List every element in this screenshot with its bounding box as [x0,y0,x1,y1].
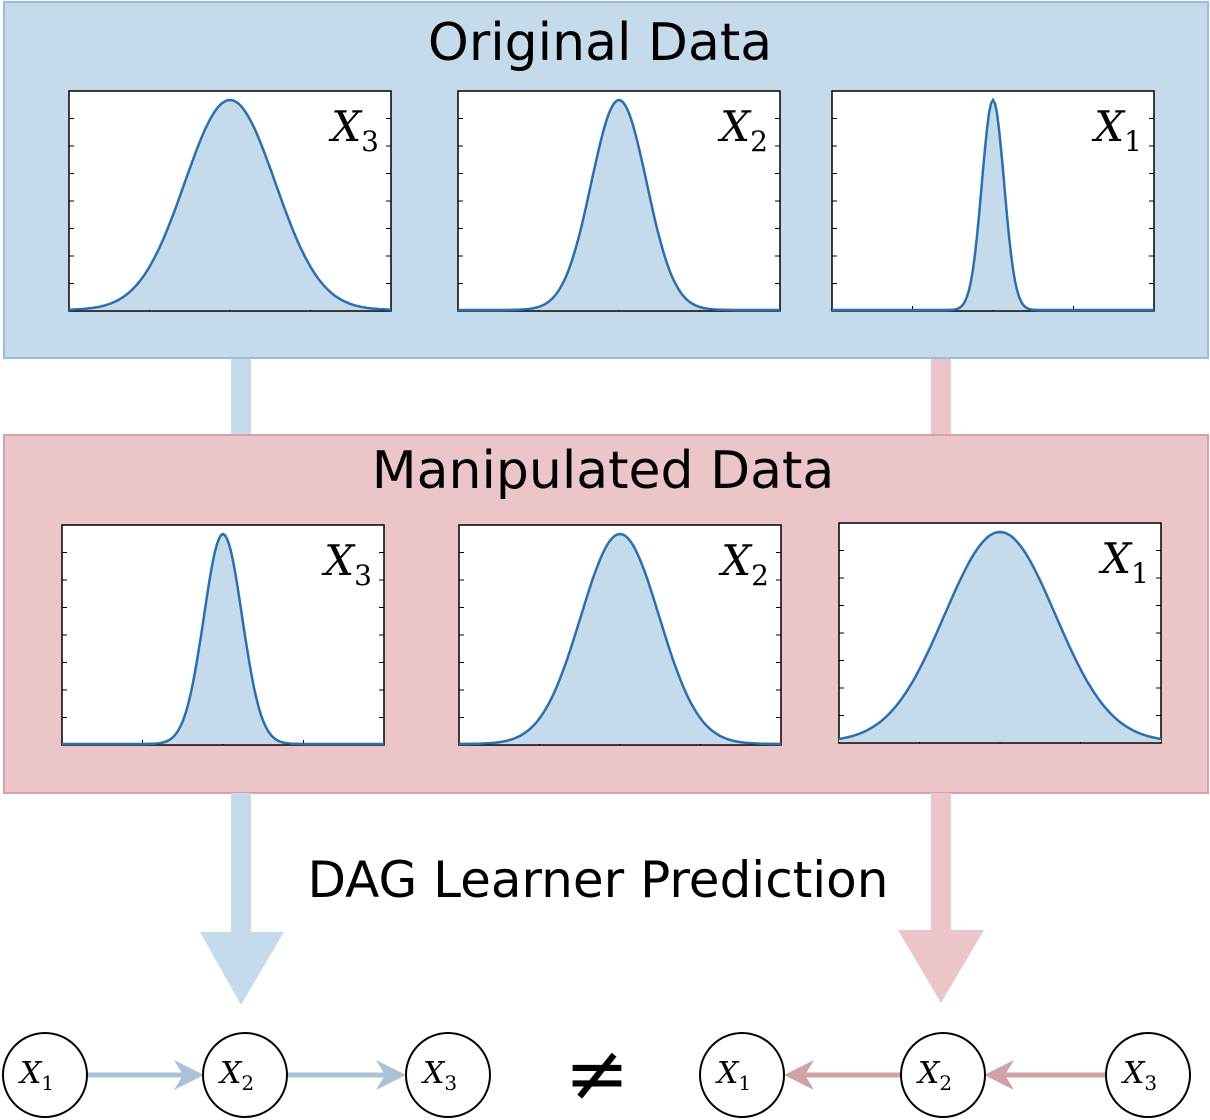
right-node-x3 [1105,1032,1191,1118]
blue-connector [231,358,251,438]
density-curve [458,532,782,746]
original-plot-1: X3 [68,90,392,312]
red-connector [931,358,951,438]
left-node-x1-label: X1 [18,1056,54,1095]
manipulated-plots: X3 X2 X1 [61,522,1162,746]
original-plot-label: X2 [717,102,768,158]
manipulated-plot-label: X2 [718,536,769,592]
manipulated-plot-label: X1 [1098,534,1149,590]
density-curve [832,97,1154,312]
right-node-x2 [900,1032,986,1118]
left-node-x3 [405,1032,491,1118]
density-fill [458,100,780,310]
original-data-panel: Original Data X3 X2 X1 [3,1,1209,359]
blue-down-arrow [200,793,284,1005]
right-node-x1 [699,1032,785,1118]
original-plot-label: X1 [1091,102,1142,158]
manipulated-panel-title: Manipulated Data [372,441,835,501]
density-curve [458,98,780,312]
left-dag: X1 X2 X3 [2,1032,491,1118]
right-dag: X1 X2 X3 [699,1032,1191,1118]
original-plot-2: X2 [457,90,781,312]
density-curve [838,530,1162,741]
density-fill [69,100,391,310]
manipulated-plot-label: X3 [321,536,372,592]
density-fill [62,534,384,744]
right-node-x3-label: X3 [1121,1056,1157,1095]
prediction-caption: DAG Learner Prediction [308,851,889,909]
original-plot-label: X3 [328,102,379,158]
red-down-arrow [898,793,984,1003]
density-fill [459,534,781,744]
density-curve [69,98,391,311]
left-node-x2 [202,1032,288,1118]
original-panel-title: Original Data [428,13,772,73]
manipulated-plot-2: X2 [458,524,782,746]
right-node-x1-label: X1 [715,1056,751,1095]
density-fill [839,532,1161,742]
density-fill [832,100,1154,310]
left-node-x2-label: X2 [218,1056,254,1095]
not-equal-symbol: ≠ [564,1029,629,1119]
right-node-x2-label: X2 [916,1056,952,1095]
manipulated-plot-1: X3 [61,524,385,746]
density-curve [62,532,384,746]
original-plot-3: X1 [831,90,1155,312]
manipulated-data-panel: Manipulated Data X3 X2 X1 [3,434,1209,794]
left-node-x3-label: X3 [421,1056,457,1095]
manipulated-plot-3: X1 [838,522,1162,744]
left-node-x1 [2,1032,88,1118]
original-plots: X3 X2 X1 [68,90,1155,312]
